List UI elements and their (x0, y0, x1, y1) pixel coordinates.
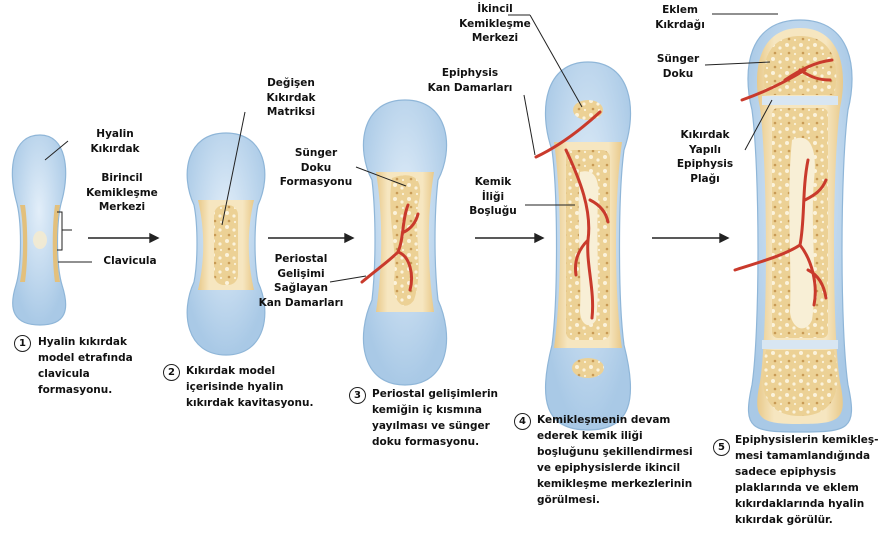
stage5-plate-bottom (762, 340, 838, 349)
stage3-spongy (390, 175, 420, 305)
step-5-number: 5 (713, 439, 730, 456)
label-epiphysis-plagi: Kıkırdak Yapılı Epiphysis Plağı (660, 128, 750, 186)
stage5-plate-top (762, 96, 838, 105)
bone-stage-4 (536, 62, 631, 430)
bone-stage-3 (362, 100, 447, 385)
label-ikincil-merkez: İkincil Kemikleşme Merkezi (450, 2, 540, 46)
stage4-secondary-center-bottom (572, 358, 604, 378)
label-clavicula: Clavicula (90, 254, 170, 269)
label-epiphysis-damarlar: Epiphysis Kan Damarları (420, 66, 520, 95)
label-periostal-damarlar: Periostal Gelişimi Sağlayan Kan Damarlar… (256, 252, 346, 310)
label-degisen-matriks: Değişen Kıkırdak Matriksi (256, 76, 326, 120)
step-4-number: 4 (514, 413, 531, 430)
stage1-cartilage (12, 135, 65, 325)
label-birincil-merkez: Birincil Kemikleşme Merkezi (74, 171, 170, 215)
step-1-caption: Hyalin kıkırdak model etrafında clavicul… (38, 334, 168, 398)
bone-stage-5 (735, 20, 852, 432)
step-3-caption: Periostal gelişimlerin kemiğin iç kısmın… (372, 386, 522, 450)
label-eklem-kikirdagi: Eklem Kıkrdağı (650, 3, 710, 32)
stage1-primary-center (33, 231, 47, 249)
stage5-epiphysis-bottom (763, 350, 838, 416)
step-3-number: 3 (349, 387, 366, 404)
label-kemik-iligi: Kemik İliği Boşluğu (462, 175, 524, 219)
step-1-number: 1 (14, 335, 31, 352)
bone-stage-2 (187, 133, 265, 355)
step-2-caption: Kıkırdak model içerisinde hyalin kıkırda… (186, 363, 346, 411)
step-2-number: 2 (163, 364, 180, 381)
bone-stage-1 (12, 135, 65, 325)
stage4-secondary-center-top (573, 100, 603, 120)
step-5-caption: Epiphysislerin kemikleş- mesi tamamlandı… (735, 432, 885, 528)
step-4-caption: Kemikleşmenin devam ederek kemik iliği b… (537, 412, 707, 508)
label-hyalin-kikirdak: Hyalin Kıkırdak (80, 127, 150, 156)
label-sunger-formasyon: Sünger Doku Formasyonu (278, 146, 354, 190)
label-sunger-doku: Sünger Doku (650, 52, 706, 81)
stage2-cavity (214, 205, 238, 285)
